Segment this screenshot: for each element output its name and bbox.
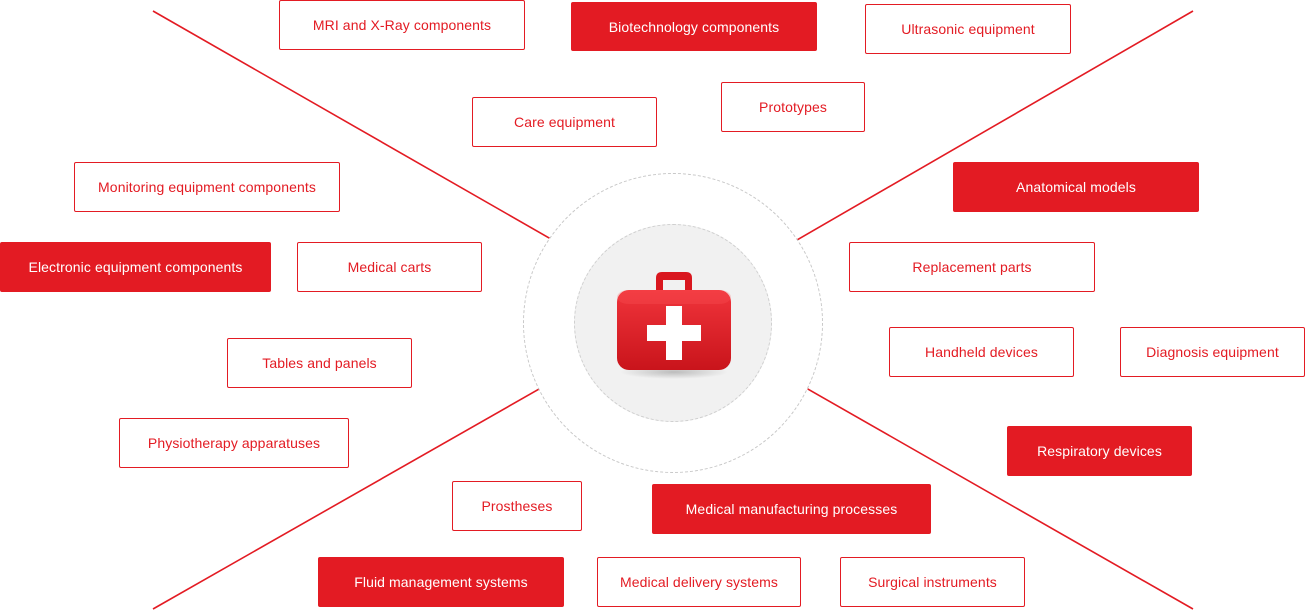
tag-surgical[interactable]: Surgical instruments [840,557,1025,607]
tag-prostheses[interactable]: Prostheses [452,481,582,531]
tag-mri-xray[interactable]: MRI and X-Ray components [279,0,525,50]
tag-respiratory[interactable]: Respiratory devices [1007,426,1192,476]
tag-electronic[interactable]: Electronic equipment components [0,242,271,292]
tag-physiotherapy[interactable]: Physiotherapy apparatuses [119,418,349,468]
tag-delivery-systems[interactable]: Medical delivery systems [597,557,801,607]
tag-ultrasonic[interactable]: Ultrasonic equipment [865,4,1071,54]
tag-tables-panels[interactable]: Tables and panels [227,338,412,388]
tag-replacement-parts[interactable]: Replacement parts [849,242,1095,292]
tag-medical-carts[interactable]: Medical carts [297,242,482,292]
connector-line-top-right [751,10,1194,267]
first-aid-kit-icon [617,272,731,379]
tag-monitoring[interactable]: Monitoring equipment components [74,162,340,212]
tag-anatomical-models[interactable]: Anatomical models [953,162,1199,212]
tag-fluid-management[interactable]: Fluid management systems [318,557,564,607]
tag-handheld[interactable]: Handheld devices [889,327,1074,377]
tag-biotechnology[interactable]: Biotechnology components [571,2,817,51]
connector-line-top-left [152,10,599,267]
tag-manufacturing[interactable]: Medical manufacturing processes [652,484,931,534]
tag-prototypes[interactable]: Prototypes [721,82,865,132]
connector-line-bottom-right [763,363,1194,610]
tag-care-equipment[interactable]: Care equipment [472,97,657,147]
connector-line-bottom-left [152,363,584,610]
tag-diagnosis[interactable]: Diagnosis equipment [1120,327,1305,377]
